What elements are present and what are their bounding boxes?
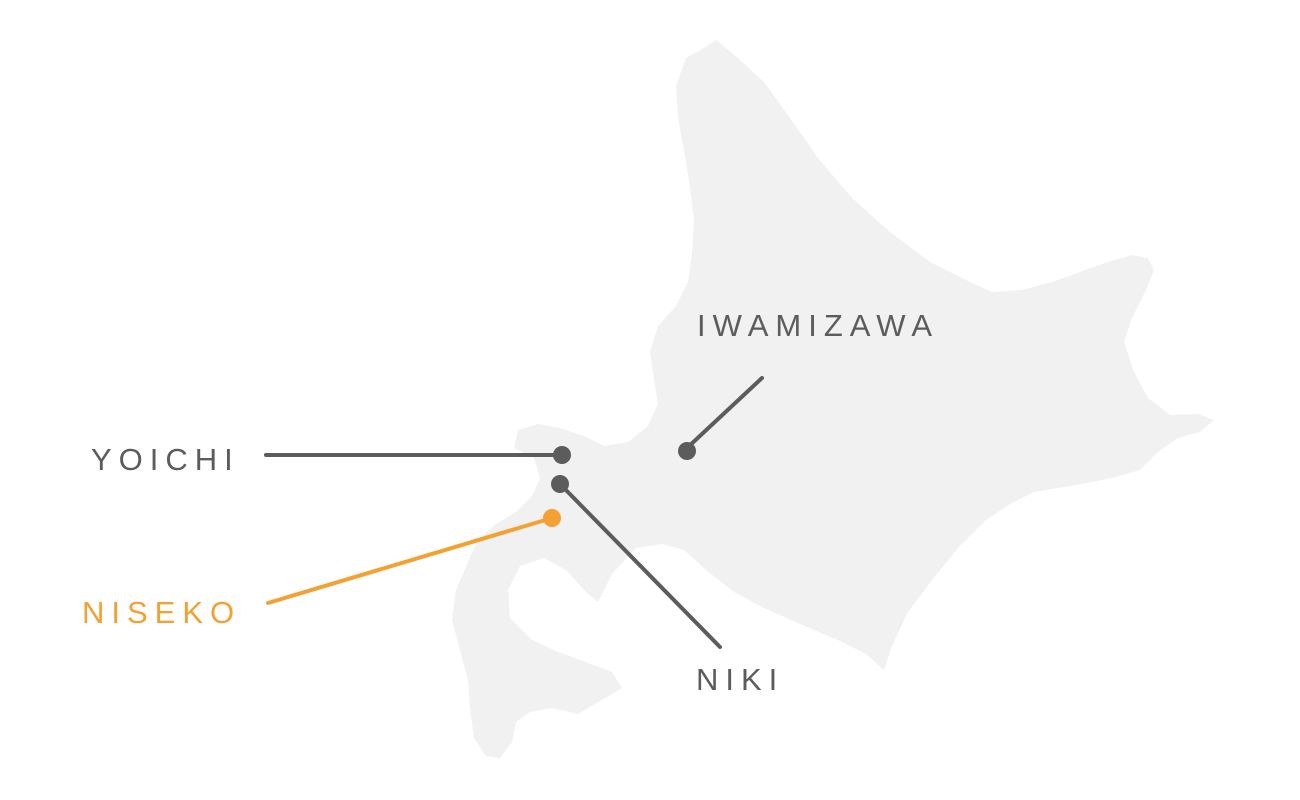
hokkaido-landmass bbox=[452, 40, 1214, 758]
niki-label[interactable]: NIKI bbox=[696, 662, 785, 697]
niki-connector bbox=[559, 483, 722, 649]
niki-marker[interactable] bbox=[551, 475, 569, 493]
iwamizawa-connector bbox=[685, 376, 764, 450]
yoichi-label[interactable]: YOICHI bbox=[91, 442, 240, 477]
niseko-marker[interactable] bbox=[543, 509, 561, 527]
yoichi-marker[interactable] bbox=[553, 446, 571, 464]
iwamizawa-label[interactable]: IWAMIZAWA bbox=[697, 308, 940, 343]
niseko-connector bbox=[266, 516, 554, 605]
niseko-label[interactable]: NISEKO bbox=[82, 595, 242, 630]
iwamizawa-marker[interactable] bbox=[678, 442, 696, 460]
